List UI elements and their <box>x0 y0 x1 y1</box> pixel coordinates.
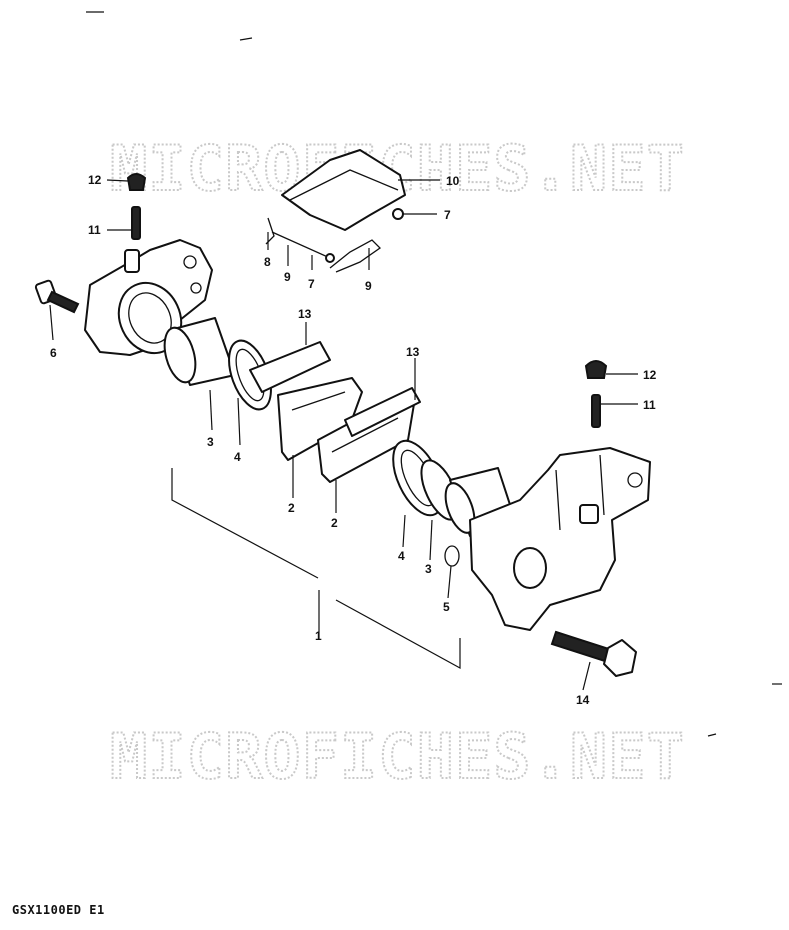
pin-clip-left <box>265 217 275 245</box>
retaining-pin-right <box>392 208 404 220</box>
leader-lines <box>49 179 638 691</box>
bleeder-valve-right <box>591 394 601 428</box>
callout-12-left: 12 <box>88 173 102 187</box>
assembly-bracket <box>171 468 461 670</box>
callout-11-left: 11 <box>88 223 101 237</box>
pad-shim-left <box>249 341 331 393</box>
scan-artifacts <box>86 11 782 737</box>
callout-3-left: 3 <box>207 435 214 449</box>
model-code: GSX1100ED E1 <box>12 903 105 917</box>
callout-4-left: 4 <box>234 450 241 464</box>
callout-13-right: 13 <box>406 345 420 359</box>
callout-2-right: 2 <box>331 516 338 530</box>
callout-1: 1 <box>315 629 322 643</box>
callout-6: 6 <box>50 346 57 360</box>
mounting-bolt-right <box>550 630 637 677</box>
bleeder-cap-right <box>584 360 608 379</box>
mounting-bolt-left <box>34 279 80 314</box>
callout-8: 8 <box>264 255 271 269</box>
callout-labels: 12 11 6 10 7 8 9 7 9 13 3 4 2 13 2 12 11… <box>50 173 657 707</box>
callout-12-right: 12 <box>643 368 657 382</box>
callout-4-right: 4 <box>398 549 405 563</box>
pin-clip-right <box>329 239 382 273</box>
callout-5: 5 <box>443 600 450 614</box>
callout-14: 14 <box>576 693 590 707</box>
bleeder-cap-left <box>126 173 147 191</box>
callout-7-right: 7 <box>444 208 451 222</box>
callout-11-right: 11 <box>643 398 656 412</box>
callout-7-left: 7 <box>308 277 315 291</box>
o-ring <box>444 545 460 567</box>
piston-left <box>163 317 236 386</box>
pad-pin <box>271 231 335 263</box>
callout-9-left: 9 <box>284 270 291 284</box>
pad-cover <box>281 149 406 231</box>
callout-13-left: 13 <box>298 307 312 321</box>
watermark-bottom: MICROFICHES.NET <box>110 720 685 793</box>
pad-shim-right <box>344 387 421 437</box>
callout-9-right: 9 <box>365 279 372 293</box>
callout-3-right: 3 <box>425 562 432 576</box>
callout-10: 10 <box>446 174 460 188</box>
callout-2-left: 2 <box>288 501 295 515</box>
bleeder-valve-left <box>131 206 141 240</box>
caliper-right-half <box>469 447 651 631</box>
